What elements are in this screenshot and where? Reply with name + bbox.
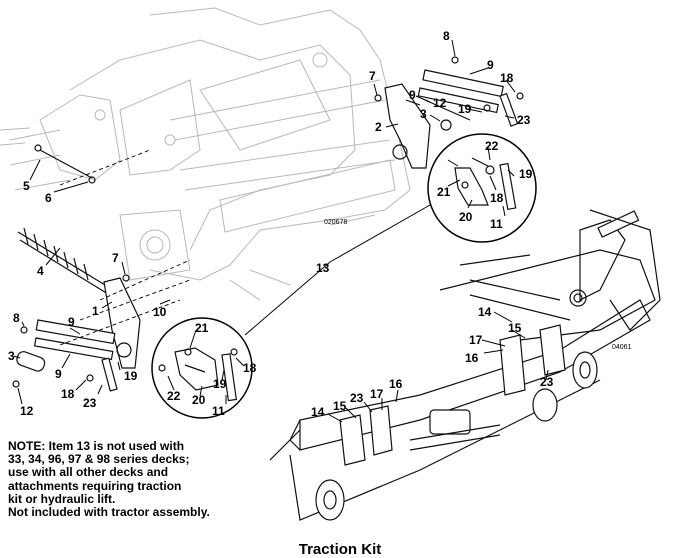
detail-circle-lower bbox=[151, 317, 253, 419]
note-line: attachments requiring traction bbox=[8, 478, 182, 493]
diagram-title: Traction Kit bbox=[298, 541, 382, 558]
callout-22: 22 bbox=[167, 389, 181, 403]
callout-3: 3 bbox=[420, 107, 427, 121]
callout-23: 23 bbox=[517, 113, 531, 127]
callout-10: 10 bbox=[153, 305, 167, 319]
callout-14: 14 bbox=[311, 405, 325, 419]
callout-18: 18 bbox=[243, 361, 257, 375]
callout-17: 17 bbox=[370, 387, 384, 401]
callout-19: 19 bbox=[124, 369, 138, 383]
note-line: kit or hydraulic lift. bbox=[8, 491, 116, 506]
callout-20: 20 bbox=[459, 210, 473, 224]
tractor-frame-drawing bbox=[0, 7, 411, 301]
callout-5: 5 bbox=[23, 179, 30, 193]
callout-13: 13 bbox=[316, 261, 330, 275]
upper-lift-bracket-assembly bbox=[374, 56, 524, 169]
callout-19: 19 bbox=[519, 167, 533, 181]
callout-23: 23 bbox=[540, 375, 554, 389]
callout-labels: 8 9 7 18 9 12 3 19 23 2 22 19 21 18 20 1… bbox=[8, 29, 632, 419]
callout-9: 9 bbox=[409, 88, 416, 102]
callout-4: 4 bbox=[37, 264, 44, 278]
note-line: Not included with tractor assembly. bbox=[8, 505, 210, 520]
callout-7: 7 bbox=[112, 251, 119, 265]
callout-21: 21 bbox=[437, 185, 451, 199]
callout-17: 17 bbox=[469, 333, 483, 347]
note-line: use with all other decks and bbox=[8, 465, 169, 480]
callout-15: 15 bbox=[333, 399, 347, 413]
callout-19: 19 bbox=[458, 102, 472, 116]
mower-deck-drawing bbox=[269, 209, 661, 521]
callout-2: 2 bbox=[375, 120, 382, 134]
callout-12: 12 bbox=[20, 404, 34, 418]
callout-9: 9 bbox=[55, 367, 62, 381]
callout-20: 20 bbox=[192, 393, 206, 407]
callout-18: 18 bbox=[490, 191, 504, 205]
callout-8: 8 bbox=[443, 29, 450, 43]
callout-18: 18 bbox=[500, 71, 514, 85]
deck-compatibility-note: NOTE: Item 13 is not used with 33, 34, 9… bbox=[8, 439, 258, 520]
callout-23: 23 bbox=[83, 396, 97, 410]
figure-ref-upper: 020678 bbox=[324, 219, 347, 226]
left-spring-bracket-assembly bbox=[12, 144, 191, 392]
callout-6: 6 bbox=[45, 191, 52, 205]
callout-7: 7 bbox=[369, 69, 376, 83]
note-line: NOTE: Item 13 is not used with bbox=[8, 439, 185, 453]
callout-16: 16 bbox=[465, 351, 479, 365]
callout-3: 3 bbox=[8, 349, 15, 363]
callout-23: 23 bbox=[350, 391, 364, 405]
callout-11: 11 bbox=[212, 404, 225, 418]
callout-8: 8 bbox=[13, 311, 20, 325]
callout-16: 16 bbox=[389, 377, 403, 391]
leader-lines bbox=[13, 39, 549, 423]
callout-9: 9 bbox=[487, 58, 494, 72]
callout-22: 22 bbox=[485, 139, 499, 153]
callout-9: 9 bbox=[68, 315, 75, 329]
note-line: 33, 34, 96, 97 & 98 series decks; bbox=[8, 452, 190, 467]
callout-21: 21 bbox=[195, 321, 209, 335]
callout-12: 12 bbox=[433, 96, 447, 110]
callout-18: 18 bbox=[61, 387, 75, 401]
callout-15: 15 bbox=[508, 321, 522, 335]
callout-19: 19 bbox=[213, 377, 227, 391]
callout-11: 11 bbox=[490, 217, 503, 231]
callout-14: 14 bbox=[478, 305, 492, 319]
figure-ref-lower: 04061 bbox=[612, 344, 632, 351]
detail-circle-upper bbox=[427, 133, 537, 243]
callout-1: 1 bbox=[92, 304, 99, 318]
